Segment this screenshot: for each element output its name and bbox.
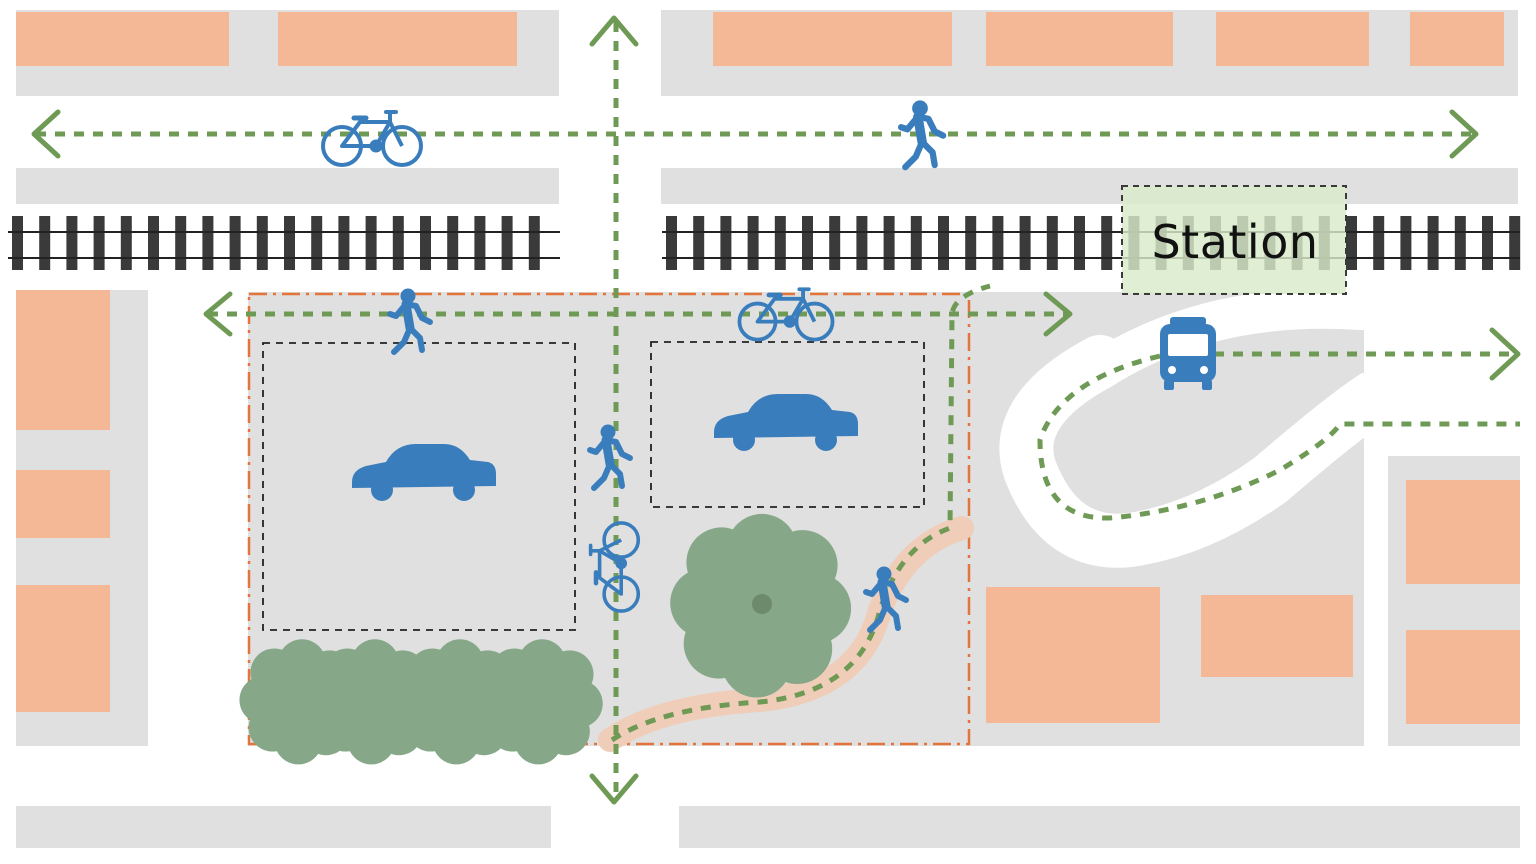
rail-tie	[938, 216, 949, 270]
rail-tie	[910, 216, 922, 270]
rail-tie	[747, 216, 759, 270]
buildings	[16, 12, 1520, 724]
rail-tie	[365, 216, 377, 270]
rail-tie	[693, 216, 705, 270]
bus-icon	[1160, 317, 1216, 390]
rail-tie	[883, 216, 895, 270]
railway-track-right	[662, 216, 1521, 270]
bus-loop-island	[1080, 400, 1300, 470]
rail-tie	[1427, 216, 1439, 270]
parking-lot-right	[650, 341, 925, 508]
rail-tie	[39, 216, 51, 270]
rail-tie	[501, 216, 513, 270]
movement-paths	[36, 22, 1520, 796]
rail-tie	[856, 216, 868, 270]
rail-tie	[666, 216, 677, 270]
rail-tie	[992, 216, 1004, 270]
rail-tie	[774, 216, 786, 270]
rail-tie	[474, 216, 486, 270]
rail-tie	[1454, 216, 1466, 270]
rail-tie	[284, 216, 295, 270]
rail-tie	[12, 216, 23, 270]
pedestrian-icon	[901, 101, 943, 167]
path-arrowheads	[31, 15, 1521, 805]
tree-trunk-dot	[752, 594, 772, 614]
rail-tie	[1400, 216, 1412, 270]
rail-tie	[447, 216, 459, 270]
rail-tie	[93, 216, 105, 270]
bus-loop-road-curve	[999, 335, 1536, 568]
rail-tie	[1019, 216, 1031, 270]
bus-loop-road	[1089, 288, 1520, 387]
rail-tie	[965, 216, 977, 270]
rail-tie	[1509, 216, 1521, 270]
path-bus-route	[1037, 353, 1520, 521]
rail-tie	[66, 216, 78, 270]
rail-tie	[829, 216, 841, 270]
rail-tie	[802, 216, 813, 270]
rail-tie	[120, 216, 132, 270]
rail-tie	[175, 216, 187, 270]
rail-tie	[1046, 216, 1058, 270]
rail-tie	[528, 216, 540, 270]
tree-row	[239, 639, 603, 765]
rail-tie	[1482, 216, 1493, 270]
rail-tie	[1346, 216, 1357, 270]
tree-icon	[479, 639, 603, 765]
rail-tie	[229, 216, 241, 270]
rail-tie	[392, 216, 404, 270]
rail-tie	[202, 216, 214, 270]
station-platform	[1121, 185, 1347, 295]
rail-tie	[311, 216, 323, 270]
rail-tie	[256, 216, 268, 270]
rail-tie	[1074, 216, 1085, 270]
rail-tie	[420, 216, 431, 270]
rail-tie	[1373, 216, 1385, 270]
rail-tie	[1101, 216, 1113, 270]
railway-track-left	[8, 216, 560, 270]
path-park-trail	[610, 283, 991, 743]
bicycle-icon	[323, 112, 421, 165]
rail-tie	[338, 216, 350, 270]
rail-tie	[148, 216, 159, 270]
rail-tie	[720, 216, 732, 270]
